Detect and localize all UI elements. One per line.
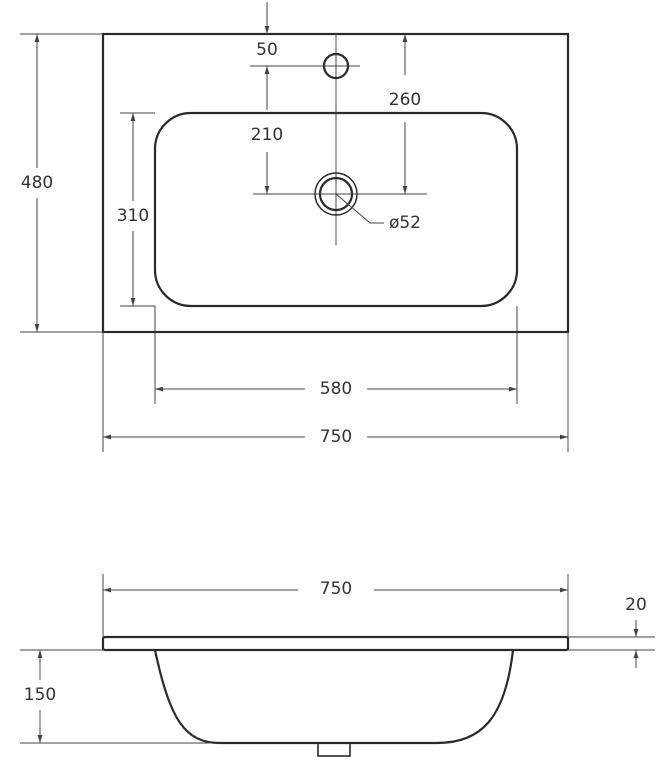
dim-bowl-depth: 150	[24, 685, 56, 705]
dim-width-total: 750	[320, 427, 352, 447]
dim-basin-depth: 310	[117, 206, 149, 226]
dim-edge-to-drain: 260	[389, 90, 421, 110]
dim-drain-diameter: ø52	[389, 213, 421, 233]
drain-stub	[317, 742, 351, 757]
dim-tap-to-drain: 210	[251, 125, 283, 145]
side-view: 750 150 20	[20, 574, 655, 757]
top-view: 480 310 50 210 260 ø52 580 750	[20, 2, 570, 452]
dim-depth-total: 480	[21, 173, 53, 193]
countertop-slab	[101, 635, 570, 652]
bowl-profile	[153, 649, 515, 745]
dim-tap-offset: 50	[256, 40, 278, 60]
dim-side-width-total: 750	[320, 579, 352, 599]
dim-slab-thickness: 20	[625, 595, 647, 615]
dim-basin-width: 580	[320, 379, 352, 399]
